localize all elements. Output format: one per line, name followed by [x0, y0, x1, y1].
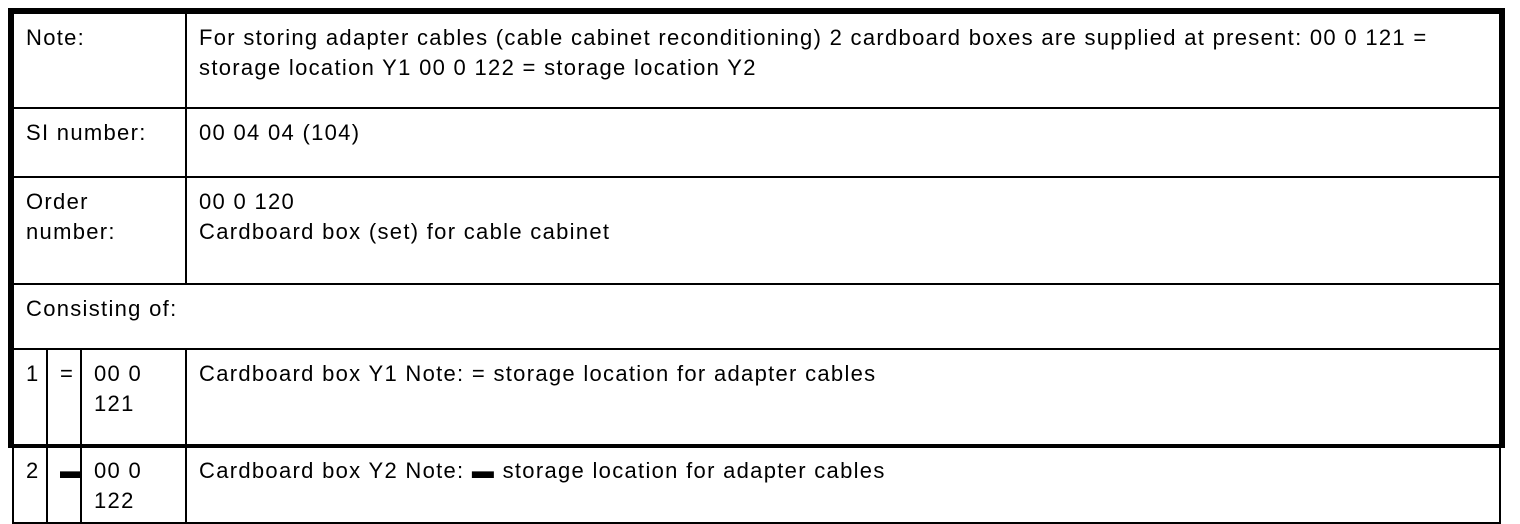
item-2-part-number: 00 0 122: [79, 445, 188, 524]
si-number-row: SI number: 00 04 04 (104): [11, 107, 1501, 178]
si-number-value: 00 04 04 (104): [185, 107, 1501, 178]
order-number-description: Cardboard box (set) for cable cabinet: [199, 219, 611, 244]
document-page: Note: For storing adapter cables (cable …: [8, 8, 1505, 524]
parts-info-table: Note: For storing adapter cables (cable …: [8, 8, 1505, 524]
consisting-of-header: Consisting of:: [12, 283, 1501, 350]
note-row: Note: For storing adapter cables (cable …: [11, 12, 1501, 109]
consisting-of-row: Consisting of:: [12, 283, 1501, 350]
note-label: Note:: [11, 12, 188, 109]
item-2-rectangle-symbol: ▬: [46, 445, 82, 524]
item-1-equals-symbol: =: [46, 348, 82, 447]
item-2-description: Cardboard box Y2 Note: ▬ storage locatio…: [185, 445, 1501, 524]
item-2-index: 2: [12, 445, 48, 524]
item-1-index: 1: [12, 348, 48, 447]
item-1-description: Cardboard box Y1 Note: = storage locatio…: [185, 348, 1501, 447]
item-1-part-number: 00 0 121: [79, 348, 188, 447]
parts-info-table-grid: Note: For storing adapter cables (cable …: [11, 12, 1501, 524]
order-number-code: 00 0 120: [199, 189, 296, 214]
order-number-label: Order number:: [11, 176, 188, 285]
si-number-label: SI number:: [11, 107, 188, 178]
note-text: For storing adapter cables (cable cabine…: [185, 12, 1501, 109]
item-row-1: 1 = 00 0 121 Cardboard box Y1 Note: = st…: [12, 348, 1501, 447]
order-number-row: Order number: 00 0 120 Cardboard box (se…: [11, 176, 1501, 285]
item-row-2: 2 ▬ 00 0 122 Cardboard box Y2 Note: ▬ st…: [12, 445, 1501, 524]
order-number-value: 00 0 120 Cardboard box (set) for cable c…: [185, 176, 1501, 285]
